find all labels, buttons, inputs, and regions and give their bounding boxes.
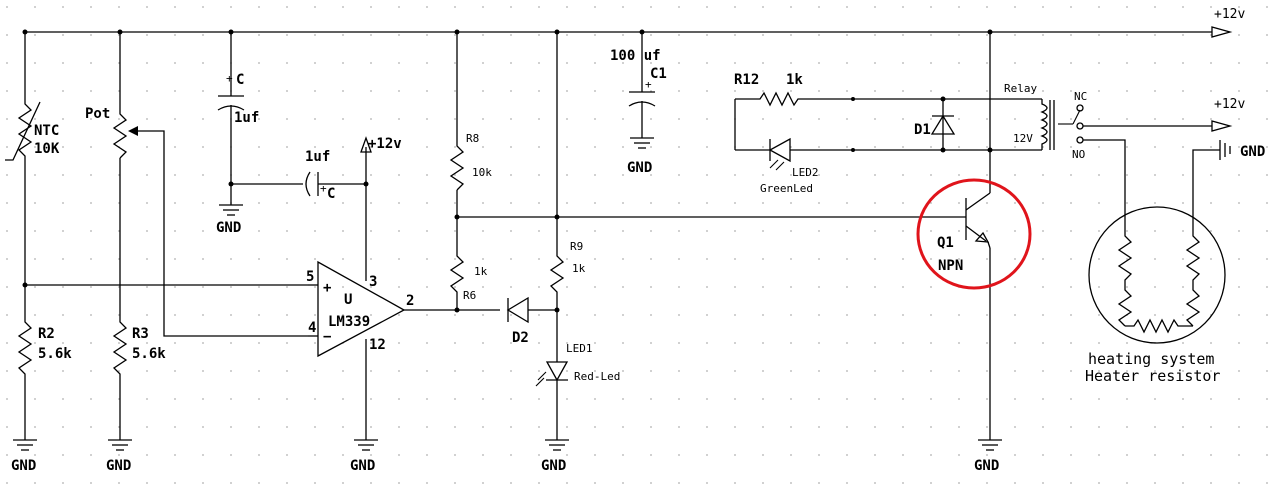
- comparator-lm339: + − U LM339 5 4 3 2 12: [306, 260, 414, 358]
- resistor-r6: 1k R6: [449, 250, 488, 310]
- svg-text:+: +: [323, 280, 331, 296]
- svg-text:GreenLed: GreenLed: [760, 182, 813, 195]
- capacitor-c1: 100 uf C1 +: [610, 29, 667, 138]
- ntc-thermistor: NTC 10K: [5, 32, 60, 161]
- svg-text:GND: GND: [541, 458, 566, 474]
- svg-text:heating system: heating system: [1088, 350, 1214, 368]
- supply-arrow-icon: [360, 136, 372, 153]
- resistor-r12: R12 1k: [734, 72, 990, 107]
- ground-icon: [13, 439, 37, 451]
- svg-text:GND: GND: [627, 160, 652, 176]
- svg-text:C: C: [236, 72, 244, 88]
- potentiometer: Pot: [85, 106, 160, 159]
- svg-text:5.6k: 5.6k: [38, 346, 72, 362]
- svg-text:R2: R2: [38, 326, 55, 342]
- svg-text:+: +: [645, 78, 652, 91]
- transistor-q1: Q1 NPN: [937, 185, 991, 274]
- svg-text:Pot: Pot: [85, 106, 110, 122]
- ground-icon: [354, 439, 378, 451]
- svg-text:10k: 10k: [472, 166, 492, 179]
- led-green: LED2 GreenLed: [735, 137, 990, 195]
- svg-text:LM339: LM339: [328, 314, 370, 330]
- svg-text:100 uf: 100 uf: [610, 48, 661, 64]
- svg-text:C1: C1: [650, 66, 667, 82]
- svg-text:1k: 1k: [572, 262, 586, 275]
- svg-text:NPN: NPN: [938, 258, 963, 274]
- svg-text:Relay: Relay: [1004, 82, 1037, 95]
- svg-text:2: 2: [406, 293, 414, 309]
- svg-text:GND: GND: [974, 458, 999, 474]
- svg-text:1uf: 1uf: [234, 110, 259, 126]
- svg-text:12: 12: [369, 337, 386, 353]
- svg-text:+12v: +12v: [368, 136, 402, 152]
- svg-text:Heater resistor: Heater resistor: [1085, 367, 1220, 385]
- ground-icon: [108, 439, 132, 451]
- svg-text:NO: NO: [1072, 148, 1085, 161]
- svg-text:C: C: [327, 186, 335, 202]
- svg-text:GND: GND: [216, 220, 241, 236]
- svg-text:D2: D2: [512, 330, 529, 346]
- supply-label-top: +12v: [1214, 7, 1245, 22]
- ground-icon: [978, 439, 1002, 451]
- ground-icon: [630, 137, 654, 149]
- resistor-r2: R2 5.6k: [17, 316, 72, 380]
- svg-text:U: U: [344, 292, 352, 308]
- svg-text:4: 4: [308, 320, 316, 336]
- svg-text:−: −: [323, 329, 331, 345]
- highlight-circle: [916, 178, 1032, 290]
- svg-text:GND: GND: [106, 458, 131, 474]
- svg-text:GND: GND: [11, 458, 36, 474]
- svg-text:D1: D1: [914, 122, 931, 138]
- supply-arrow-icon: [1211, 120, 1233, 132]
- relay: Relay 12V NC NO: [990, 82, 1087, 161]
- svg-text:+: +: [320, 182, 327, 195]
- svg-text:R12: R12: [734, 72, 759, 88]
- ground-icon: [545, 439, 569, 451]
- resistor-r8: R8 10k: [449, 132, 492, 191]
- svg-text:12V: 12V: [1013, 132, 1033, 145]
- svg-text:R6: R6: [463, 289, 476, 302]
- svg-text:+: +: [226, 72, 233, 85]
- svg-text:R9: R9: [570, 240, 583, 253]
- svg-text:3: 3: [369, 274, 377, 290]
- svg-text:5.6k: 5.6k: [132, 346, 166, 362]
- resistor-r3: R3 5.6k: [112, 316, 166, 380]
- svg-text:1uf: 1uf: [305, 149, 330, 165]
- diode-d1: D1: [914, 99, 956, 150]
- capacitor-c-top: C + 1uf: [217, 29, 259, 205]
- ground-icon: [219, 204, 243, 216]
- svg-text:+12v: +12v: [1214, 97, 1245, 112]
- svg-text:1k: 1k: [786, 72, 803, 88]
- svg-text:1k: 1k: [474, 265, 488, 278]
- led-red: LED1 Red-Led: [535, 342, 620, 387]
- svg-text:10K: 10K: [34, 141, 60, 157]
- svg-text:NTC: NTC: [34, 123, 59, 139]
- svg-text:GND: GND: [350, 458, 375, 474]
- svg-text:LED2: LED2: [792, 166, 819, 179]
- svg-text:5: 5: [306, 269, 314, 285]
- svg-text:Red-Led: Red-Led: [574, 370, 620, 383]
- svg-text:GND: GND: [1240, 144, 1265, 160]
- supply-arrow-icon: [1211, 26, 1233, 38]
- svg-text:NC: NC: [1074, 90, 1087, 103]
- svg-text:R8: R8: [466, 132, 479, 145]
- svg-text:LED1: LED1: [566, 342, 593, 355]
- capacitor-c-mid: 1uf C +: [231, 149, 366, 202]
- supply-rail: +12v: [25, 7, 1245, 38]
- ground-icon: [1219, 140, 1231, 160]
- heater-resistor: heating system Heater resistor: [1085, 206, 1226, 385]
- svg-text:Q1: Q1: [937, 235, 954, 251]
- svg-text:R3: R3: [132, 326, 149, 342]
- resistor-r9: R9 1k: [549, 240, 586, 310]
